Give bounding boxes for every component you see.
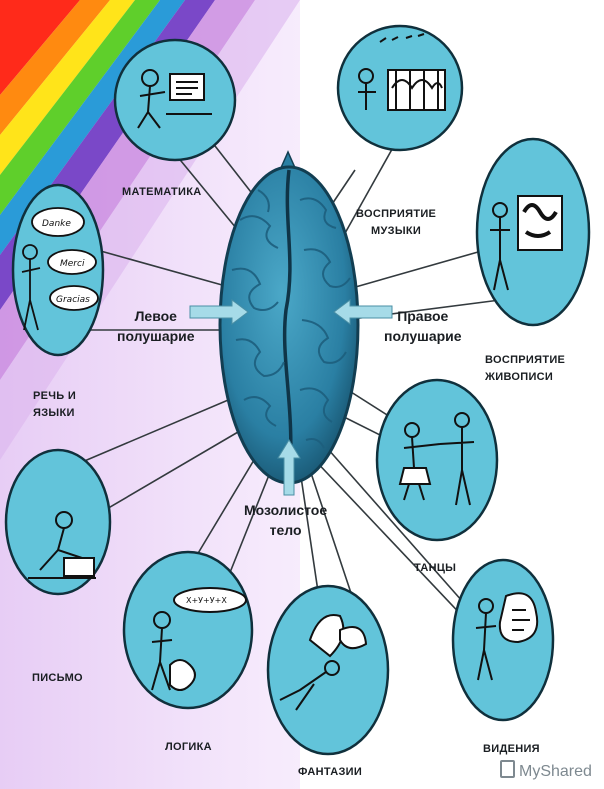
bubble-word-1: Merci (60, 259, 85, 269)
label-dance: ТАНЦЫ (414, 560, 456, 577)
bubble-word-0: Danke (42, 219, 71, 229)
label-music: ВОСПРИЯТИЕ МУЗЫКИ (356, 206, 436, 240)
label-visions: ВИДЕНИЯ (483, 741, 540, 758)
label-logic: ЛОГИКА (165, 739, 212, 756)
watermark: MyShared (500, 760, 592, 781)
watermark-text: MyShared (519, 763, 592, 780)
label-fantasy: ФАНТАЗИИ (298, 764, 362, 781)
label-corpus-callosum: Мозолистое тело (244, 500, 327, 540)
label-left-hemisphere: Левое полушарие (117, 306, 195, 346)
label-right-hemisphere: Правое полушарие (384, 306, 462, 346)
label-speech: РЕЧЬ И ЯЗЫКИ (33, 388, 76, 422)
bubble-word-2: Gracias (56, 295, 90, 305)
topic-circle-fantasy (268, 586, 388, 754)
watermark-icon (500, 760, 515, 778)
label-math: МАТЕМАТИКА (122, 184, 201, 201)
topic-circle-visions (453, 560, 553, 720)
topic-circle-dance (377, 380, 497, 540)
label-painting: ВОСПРИЯТИЕ ЖИВОПИСИ (485, 352, 565, 386)
bubble-word-3: Х+У+У+Х (186, 596, 227, 605)
logic-bubble-text: Х+У+У+Х (186, 596, 227, 605)
label-writing: ПИСЬМО (32, 670, 83, 687)
